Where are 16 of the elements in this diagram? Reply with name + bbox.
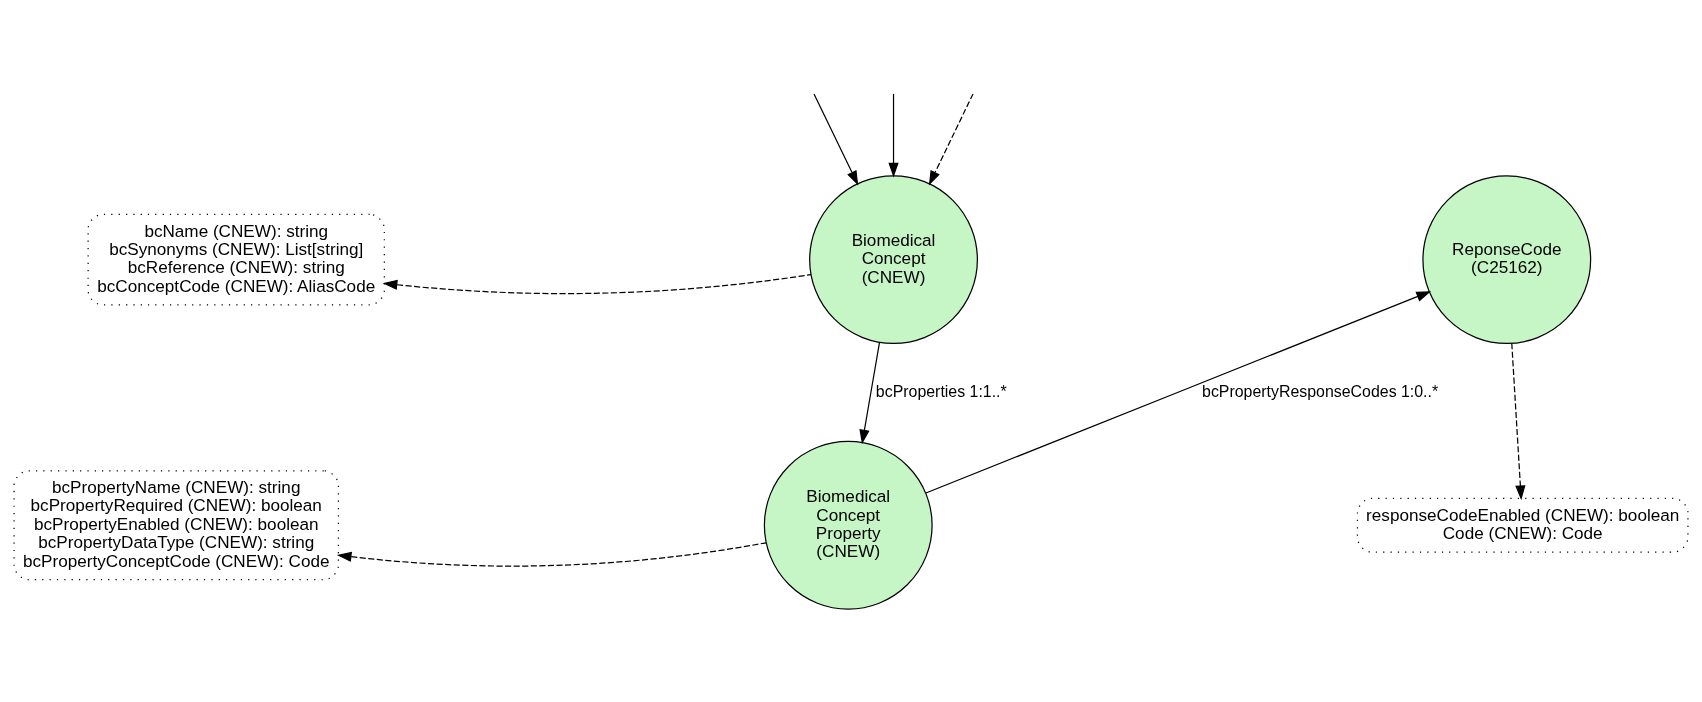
node-box: bcPropertyName (CNEW): string bcPropertyRequired (CNEW): boolean bcPropertyEnabled (CNEW): boolean bcPropertyDataType (CNEW): string bcPropertyConceptCode (CNEW): Code (13, 470, 340, 581)
node-box: bcName (CNEW): string bcSynonyms (CNEW): List[string] bcReference (CNEW): string bcConceptCode (CNEW): AliasCode (87, 213, 385, 306)
edge-label: bcPropertyResponseCodes 1:0..* (1202, 382, 1439, 400)
arrow (813, 93, 859, 186)
arrow (925, 291, 1431, 494)
arrow (928, 93, 974, 186)
edge-label: bcProperties 1:1..* (875, 382, 1007, 400)
arrow (382, 273, 812, 295)
node-box: responseCodeEnabled (CNEW): boolean Code (CNEW): Code (1356, 497, 1689, 553)
arrow (859, 341, 881, 445)
node-circle: ReponseCode (C25162) (1422, 175, 1592, 345)
arrow (888, 93, 899, 178)
node-circle: Biomedical Concept Property (CNEW) (763, 440, 933, 610)
node-circle: Biomedical Concept (CNEW) (809, 175, 978, 345)
arrow (1511, 342, 1526, 501)
arrow (336, 542, 767, 567)
